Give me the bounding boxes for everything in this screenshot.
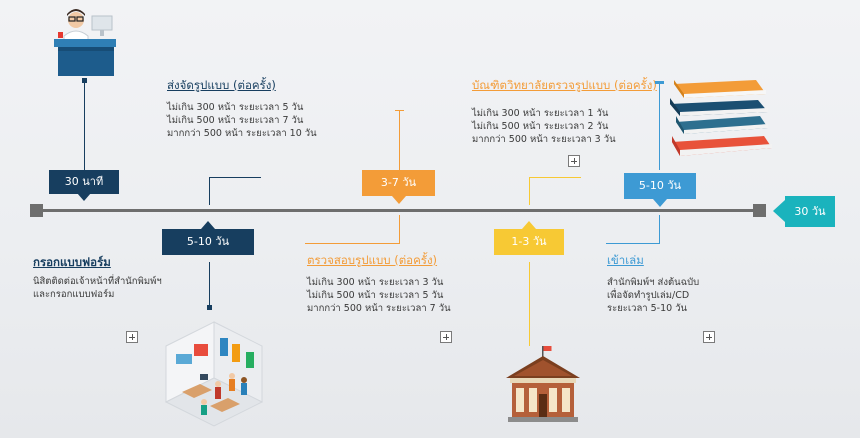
marker-step-3-label: 3-7 วัน [380,176,417,189]
connector-line [529,177,581,178]
connector-line [529,177,530,205]
step-5-line-2: เพื่อจัดทำรูปเล่ม/CD [607,290,690,301]
expand-step-1-button[interactable] [126,331,138,343]
marker-step-1: 30 นาที [49,170,119,201]
marker-pointer [77,193,91,201]
step-5-line-1: สำนักพิมพ์ฯ ส่งต้นฉบับ [607,277,700,288]
step-5-line-3: ระยะเวลา 5-10 วัน [607,303,688,314]
connector-cap [655,81,664,84]
step-2-title: ส่งจัดรูปแบบ (ต่อครั้ง) [167,78,276,92]
marker-step-5: 5-10 วัน [624,173,696,207]
marker-step-1-label: 30 นาที [64,175,104,188]
reception-desk-illustration [48,6,122,78]
badge-arrow [773,200,785,222]
marker-step-4: 1-3 วัน [494,221,564,255]
connector-line [209,262,210,307]
timeline-end-cap [753,204,766,217]
step-4-line-2: ไม่เกิน 500 หน้า ระยะเวลา 2 วัน [472,121,609,132]
step-3-line-1: ไม่เกิน 300 หน้า ระยะเวลา 3 วัน [307,277,444,288]
step-2-description: ส่งจัดรูปแบบ (ต่อครั้ง) ไม่เกิน 300 หน้า… [167,77,317,140]
step-2-line-1: ไม่เกิน 300 หน้า ระยะเวลา 5 วัน [167,102,304,113]
marker-pointer [653,199,667,207]
step-3-title: ตรวจสอบรูปแบบ (ต่อครั้ง) [307,253,438,267]
university-building-illustration [504,344,582,424]
step-3-line-3: มากกว่า 500 หน้า ระยะเวลา 7 วัน [307,303,451,314]
connector-line [305,243,400,244]
step-3-line-2: ไม่เกิน 500 หน้า ระยะเวลา 5 วัน [307,290,444,301]
marker-step-2: 5-10 วัน [162,221,254,255]
connector-line [529,262,530,346]
step-5-description: เข้าเล่ม สำนักพิมพ์ฯ ส่งต้นฉบับ เพื่อจัด… [607,252,699,315]
marker-pointer [201,221,215,229]
total-duration-label: 30 วัน [794,205,826,218]
expand-step-4-button[interactable] [568,155,580,167]
step-4-line-3: มากกว่า 500 หน้า ระยะเวลา 3 วัน [472,134,616,145]
connector-dot [207,305,212,310]
step-2-line-3: มากกว่า 500 หน้า ระยะเวลา 10 วัน [167,128,317,139]
books-stack-illustration [668,78,778,162]
marker-step-2-label: 5-10 วัน [186,235,230,248]
step-1-title: กรอกแบบฟอร์ม [33,255,111,269]
marker-step-5-label: 5-10 วัน [638,179,682,192]
expand-step-5-button[interactable] [703,331,715,343]
step-4-line-1: ไม่เกิน 300 หน้า ระยะเวลา 1 วัน [472,108,609,119]
timeline-start-cap [30,204,43,217]
step-3-description: ตรวจสอบรูปแบบ (ต่อครั้ง) ไม่เกิน 300 หน้… [307,252,451,315]
expand-step-3-button[interactable] [440,331,452,343]
step-2-line-2: ไม่เกิน 500 หน้า ระยะเวลา 7 วัน [167,115,304,126]
marker-step-3: 3-7 วัน [362,170,435,204]
step-5-title: เข้าเล่ม [607,253,644,267]
connector-dot [82,78,87,83]
connector-line [659,215,660,243]
connector-line [84,80,85,170]
step-1-description: กรอกแบบฟอร์ม นิสิตติดต่อเจ้าหน้าที่สำนัก… [33,254,162,301]
office-illustration [160,318,268,436]
timeline-axis [38,209,760,212]
connector-cap [395,110,404,111]
connector-line [209,177,261,178]
step-4-description: บัณฑิตวิทยาลัยตรวจรูปแบบ (ต่อครั้ง) ไม่เ… [472,77,657,146]
connector-line [659,82,660,170]
total-duration-badge: 30 วัน [773,196,835,227]
marker-step-4-label: 1-3 วัน [511,235,547,248]
step-1-line-1: นิสิตติดต่อเจ้าหน้าที่สำนักพิมพ์ฯ [33,276,162,287]
marker-pointer [522,221,536,229]
step-1-line-2: และกรอกแบบฟอร์ม [33,289,115,300]
connector-line [399,215,400,243]
connector-line [209,177,210,205]
marker-pointer [391,196,406,204]
connector-line [399,110,400,170]
connector-line [606,243,660,244]
step-4-title: บัณฑิตวิทยาลัยตรวจรูปแบบ (ต่อครั้ง) [472,78,657,92]
